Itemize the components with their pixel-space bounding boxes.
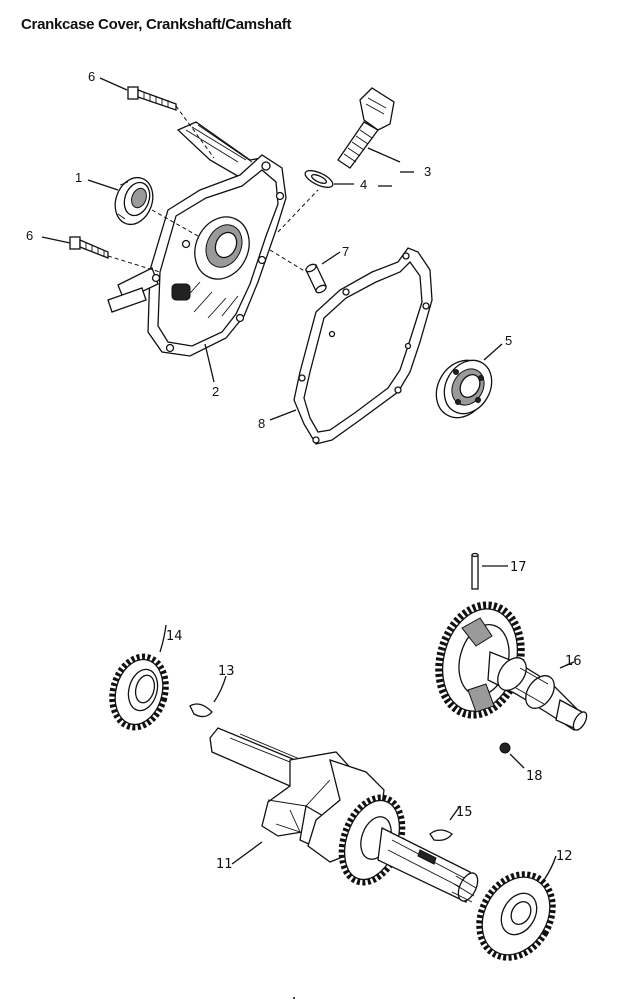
- part-5-main-bearing: [435, 359, 493, 419]
- page-title: Crankcase Cover, Crankshaft/Camshaft: [21, 16, 292, 33]
- callout-5-upper: 5: [505, 333, 512, 348]
- part-2-crankcase-cover: [107, 121, 287, 357]
- callout-14: 14: [166, 629, 183, 644]
- leader-1: [87, 179, 119, 191]
- part-1-oil-seal: [114, 176, 154, 226]
- part-14-crank-gear: [109, 653, 169, 731]
- assembly-line-pin: [269, 249, 307, 273]
- leader-5-upper: [483, 343, 503, 361]
- part-6-lower-bolt: [69, 236, 109, 259]
- callout-1: 1: [75, 170, 82, 185]
- leader-7-upper: [321, 251, 341, 265]
- callout-12: 12: [556, 849, 573, 864]
- part-8-gasket: [293, 247, 433, 445]
- leader-6-lower: [41, 236, 71, 244]
- part-7-dowel-pin: [305, 263, 327, 294]
- leader-18: [509, 753, 525, 769]
- leader-15: [449, 805, 461, 821]
- leader-6-upper: [99, 77, 128, 91]
- assembly-line-seal: [151, 209, 199, 237]
- callout-18: 18: [526, 769, 543, 784]
- callout-15: 15: [456, 805, 473, 820]
- callout-4: 4: [360, 177, 367, 192]
- callout-6-upper: 6: [88, 69, 95, 84]
- callout-7-upper: 7: [342, 244, 349, 259]
- part-16-camshaft: [435, 601, 588, 731]
- part-3-oil-dipstick: [337, 87, 395, 169]
- leader-13: [213, 675, 227, 703]
- assembly-line-bolt-lower: [107, 255, 161, 273]
- leader-14: [159, 624, 167, 653]
- stray-mark: [293, 997, 295, 999]
- callout-6-lower: 6: [26, 228, 33, 243]
- part-13-key: [189, 703, 213, 718]
- assembly-line-dipstick: [277, 189, 319, 233]
- callout-3: 3: [424, 164, 431, 179]
- part-17-pin: [471, 552, 479, 590]
- callout-8: 8: [258, 416, 265, 431]
- leader-2: [204, 343, 215, 383]
- leader-3-a: [367, 147, 401, 163]
- callout-13: 13: [218, 664, 235, 679]
- part-15-key: [429, 829, 453, 842]
- callout-17: 17: [510, 560, 527, 575]
- leader-12: [543, 855, 557, 881]
- assembly-line-bolt-upper: [175, 105, 215, 159]
- part-12-gear: [476, 871, 556, 961]
- part-18-plug: [499, 742, 511, 754]
- callout-11: 11: [216, 857, 233, 872]
- part-11-crankshaft: [209, 727, 479, 903]
- part-4-o-ring: [304, 169, 334, 189]
- callout-2: 2: [212, 384, 219, 399]
- leader-16: [559, 661, 575, 669]
- part-6-upper-bolt: [127, 86, 177, 111]
- leader-8: [269, 409, 297, 421]
- leader-11: [231, 841, 263, 865]
- callout-16: 16: [565, 654, 582, 669]
